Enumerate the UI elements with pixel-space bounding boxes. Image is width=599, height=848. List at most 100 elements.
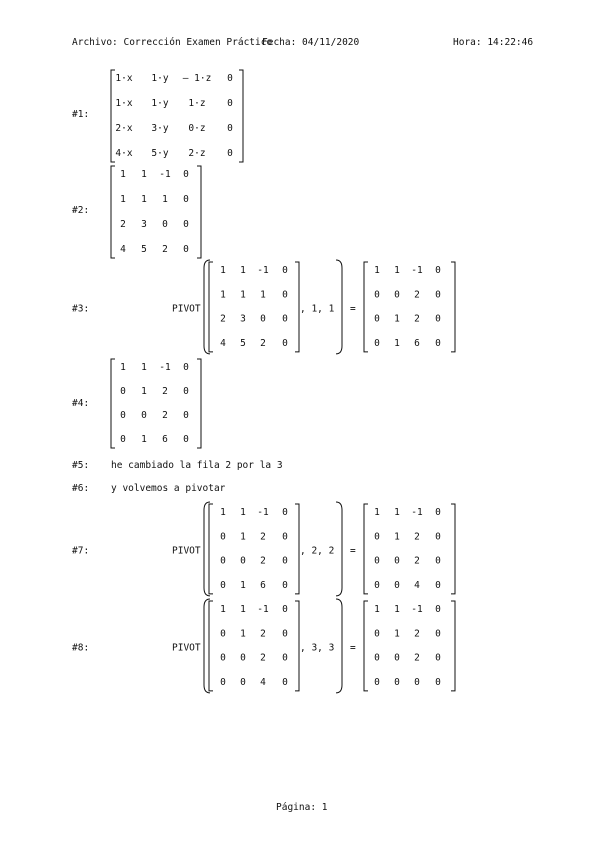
matrix-cell: 2·x bbox=[115, 123, 132, 134]
matrix-cell: 6 bbox=[162, 434, 168, 445]
matrix-cell: 0 bbox=[120, 386, 126, 397]
matrix-cell: 0 bbox=[435, 556, 441, 567]
matrix-cell: -1 bbox=[159, 362, 171, 373]
matrix-cell: 0 bbox=[183, 362, 189, 373]
matrix-cell: 0 bbox=[282, 604, 288, 615]
matrix-cell: 1 bbox=[240, 604, 246, 615]
matrix-cell: 0 bbox=[240, 653, 246, 664]
matrix-right-bracket bbox=[295, 261, 300, 353]
matrix-cell: -1 bbox=[257, 604, 269, 615]
matrix-cell: 0 bbox=[220, 677, 226, 688]
matrix-cell: 1 bbox=[394, 314, 400, 325]
matrix-cell: 2 bbox=[414, 314, 420, 325]
matrix-cell: 2 bbox=[162, 244, 168, 255]
matrix-cell: -1 bbox=[411, 265, 423, 276]
pivot-arguments: , 1, 1 bbox=[300, 303, 335, 314]
entry-label: #7: bbox=[72, 545, 89, 556]
header-fecha: Fecha: 04/11/2020 bbox=[262, 37, 360, 48]
matrix-cell: 0 bbox=[282, 556, 288, 567]
matrix-left-bracket bbox=[208, 503, 213, 595]
matrix-cell: 2 bbox=[414, 653, 420, 664]
matrix-cell: 0 bbox=[435, 338, 441, 349]
matrix-left-bracket bbox=[208, 600, 213, 692]
matrix-cell: 1 bbox=[220, 604, 226, 615]
matrix-cell: 5·y bbox=[151, 148, 168, 159]
pivot-function-name: PIVOT bbox=[172, 545, 201, 556]
matrix-cell: 0 bbox=[435, 604, 441, 615]
matrix-cell: 1 bbox=[141, 194, 147, 205]
matrix-cell: 0 bbox=[183, 410, 189, 421]
matrix-cell: 0 bbox=[120, 434, 126, 445]
matrix-cell: 5 bbox=[141, 244, 147, 255]
matrix-cell: 3·y bbox=[151, 123, 168, 134]
pivot-function-name: PIVOT bbox=[172, 642, 201, 653]
entry-text: y volvemos a pivotar bbox=[111, 483, 226, 494]
matrix-cell: 0 bbox=[435, 507, 441, 518]
matrix-cell: 0 bbox=[220, 628, 226, 639]
entry-label: #3: bbox=[72, 303, 89, 314]
header-archivo: Archivo: Corrección Examen Práctico bbox=[72, 37, 273, 48]
matrix-cell: 1 bbox=[220, 507, 226, 518]
matrix-cell: 0 bbox=[374, 338, 380, 349]
matrix-cell: 0 bbox=[435, 314, 441, 325]
matrix-cell: 0 bbox=[120, 410, 126, 421]
matrix-cell: 1 bbox=[141, 169, 147, 180]
pivot-arguments: , 2, 2 bbox=[300, 545, 334, 556]
entry-label: #2: bbox=[72, 205, 89, 216]
matrix-cell: 3 bbox=[240, 314, 246, 325]
pivot-arguments: , 3, 3 bbox=[300, 642, 334, 653]
matrix-cell: 1 bbox=[374, 604, 380, 615]
matrix-cell: 2 bbox=[260, 338, 266, 349]
matrix-cell: 1 bbox=[240, 531, 246, 542]
matrix-cell: 4·x bbox=[115, 148, 132, 159]
matrix-cell: 0 bbox=[282, 338, 288, 349]
matrix-cell: 1 bbox=[240, 289, 246, 300]
matrix-cell: 0 bbox=[227, 73, 233, 84]
matrix-cell: -1 bbox=[411, 507, 423, 518]
matrix-cell: 0 bbox=[394, 653, 400, 664]
matrix-cell: 1·x bbox=[115, 98, 132, 109]
matrix-cell: -1 bbox=[411, 604, 423, 615]
matrix-cell: 1 bbox=[394, 265, 400, 276]
matrix-cell: -1 bbox=[257, 265, 269, 276]
matrix-cell: 0 bbox=[374, 628, 380, 639]
matrix-cell: 1 bbox=[162, 194, 168, 205]
footer-page-number: Página: 1 bbox=[276, 802, 328, 813]
matrix-cell: 0 bbox=[183, 194, 189, 205]
matrix-cell: 0 bbox=[220, 556, 226, 567]
matrix-cell: 0 bbox=[435, 628, 441, 639]
matrix-cell: -1 bbox=[159, 169, 171, 180]
matrix-cell: 0 bbox=[240, 556, 246, 567]
matrix-cell: 0 bbox=[141, 410, 147, 421]
matrix-left-bracket bbox=[363, 261, 368, 353]
matrix-cell: 2·z bbox=[188, 148, 205, 159]
entry-text: he cambiado la fila 2 por la 3 bbox=[111, 460, 283, 471]
matrix-cell: 0 bbox=[282, 628, 288, 639]
matrix-cell: 0 bbox=[374, 314, 380, 325]
matrix-cell: 0 bbox=[435, 653, 441, 664]
pivot-open-paren bbox=[203, 501, 211, 597]
matrix-cell: 0 bbox=[435, 677, 441, 688]
matrix-cell: – 1·z bbox=[183, 73, 212, 84]
matrix-cell: 0 bbox=[282, 314, 288, 325]
matrix-cell: 0 bbox=[414, 677, 420, 688]
matrix-cell: 0 bbox=[394, 289, 400, 300]
matrix-cell: 0 bbox=[220, 653, 226, 664]
matrix-cell: -1 bbox=[257, 507, 269, 518]
matrix-cell: 2 bbox=[414, 289, 420, 300]
matrix-cell: 0 bbox=[282, 653, 288, 664]
pivot-close-paren bbox=[335, 598, 343, 694]
matrix-cell: 0 bbox=[227, 148, 233, 159]
matrix-cell: 0 bbox=[183, 169, 189, 180]
header-hora: Hora: 14:22:46 bbox=[453, 37, 534, 48]
matrix-cell: 2 bbox=[220, 314, 226, 325]
pivot-close-paren bbox=[335, 501, 343, 597]
matrix-right-bracket bbox=[239, 69, 244, 163]
matrix-cell: 1 bbox=[240, 628, 246, 639]
matrix-cell: 1 bbox=[141, 362, 147, 373]
matrix-cell: 1 bbox=[374, 265, 380, 276]
matrix-cell: 1 bbox=[394, 338, 400, 349]
matrix-cell: 0 bbox=[394, 556, 400, 567]
matrix-cell: 2 bbox=[260, 531, 266, 542]
matrix-cell: 0 bbox=[282, 507, 288, 518]
